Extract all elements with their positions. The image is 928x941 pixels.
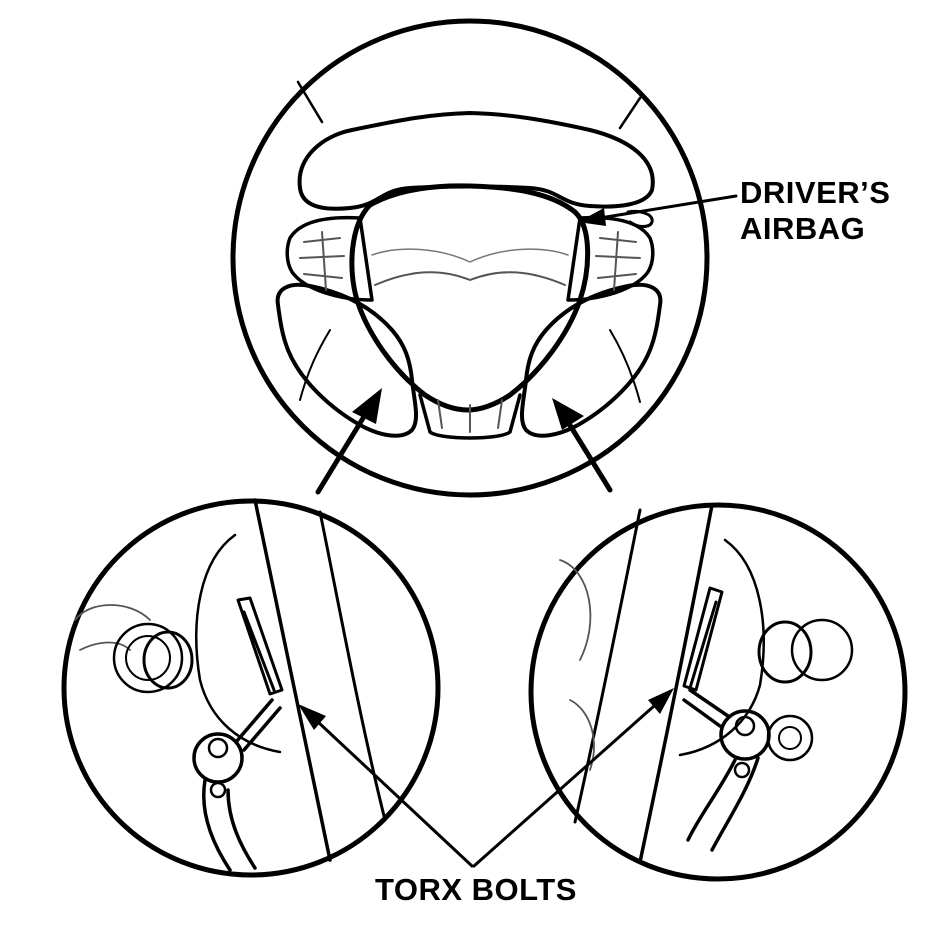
airbag-module <box>349 183 591 413</box>
left-detail-ratchet-socket <box>207 737 229 759</box>
wheel-right-switch-panel <box>566 215 655 302</box>
airbag-leader-line <box>598 194 738 220</box>
right-detail-ratchet-socket <box>734 715 756 737</box>
left-detail-knob-outer <box>112 622 184 694</box>
right-detail-frame-circle <box>528 502 908 882</box>
left-detail-frame-circle <box>61 498 441 878</box>
left-detail-contour-2 <box>74 604 151 651</box>
torx-leader-right <box>472 704 656 868</box>
wheel-lower-spoke <box>418 393 522 440</box>
torx-leader-left <box>316 720 474 868</box>
airbag-cover-crease <box>374 271 566 286</box>
left-detail-knob-cap <box>142 630 194 690</box>
wheel-rim-seam-left <box>296 80 324 124</box>
drivers-airbag-label: DRIVER’S AIRBAG <box>740 175 890 246</box>
torx-leader-right-head <box>648 688 674 714</box>
right-detail-socket-inner <box>778 726 802 750</box>
left-detail-ratchet-knob <box>209 781 227 799</box>
wheel-upper-opening <box>297 111 655 211</box>
left-view-arrow-shaft <box>315 407 371 495</box>
left-detail-bracket <box>236 596 284 696</box>
left-detail-knob-ring <box>125 635 171 681</box>
left-view-arrow-head <box>352 388 382 424</box>
wheel-left-switch-buttons <box>299 231 345 291</box>
left-bolt-detail-view <box>61 498 441 878</box>
left-detail-shroud-outer <box>253 498 332 862</box>
wheel-right-switch-buttons <box>595 231 641 291</box>
right-bolt-detail-view <box>528 502 908 882</box>
torx-bolts-label: TORX BOLTS <box>375 872 577 907</box>
steering-wheel-view <box>230 18 710 498</box>
right-detail-torx-bolt <box>682 688 730 728</box>
drivers-airbag-label-line2: AIRBAG <box>740 210 866 246</box>
right-detail-knob-cap <box>757 620 813 684</box>
airbag-cover-inner-line <box>371 248 569 263</box>
drivers-airbag-label-line1: DRIVER’S <box>740 175 891 210</box>
right-detail-socket-outer <box>766 714 814 762</box>
wheel-lower-left-opening <box>275 282 419 438</box>
right-detail-ratchet-knob <box>733 761 751 779</box>
left-detail-hub-contour <box>195 533 282 754</box>
torx-leader-left-head <box>298 704 326 730</box>
wheel-left-switch-panel <box>285 215 374 302</box>
steering-wheel-frame-circle <box>230 18 710 498</box>
left-detail-ratchet-handle <box>202 778 257 872</box>
right-detail-ratchet-handle <box>686 756 760 852</box>
left-detail-torx-bolt <box>234 698 282 752</box>
wheel-rim-seam-lower-right <box>609 329 641 403</box>
wheel-rim-seam-lower-left <box>299 329 331 401</box>
callout-arrows <box>298 194 738 868</box>
right-view-arrow-head <box>552 398 584 430</box>
right-detail-hub-contour <box>678 538 765 757</box>
right-detail-shroud-outer <box>638 503 714 864</box>
right-detail-shroud-inner <box>573 508 642 824</box>
airbag-leader-arrow-head <box>578 208 606 226</box>
right-view-arrow-shaft <box>565 419 613 493</box>
wheel-lower-spoke-detail <box>437 399 503 433</box>
right-detail-contour-2 <box>559 559 595 771</box>
right-detail-bracket <box>682 586 724 692</box>
right-detail-knob-outer <box>790 618 854 682</box>
right-detail-ratchet-head <box>719 709 771 761</box>
wheel-rim-seam-right <box>618 96 642 130</box>
left-detail-shroud-inner <box>318 510 387 822</box>
